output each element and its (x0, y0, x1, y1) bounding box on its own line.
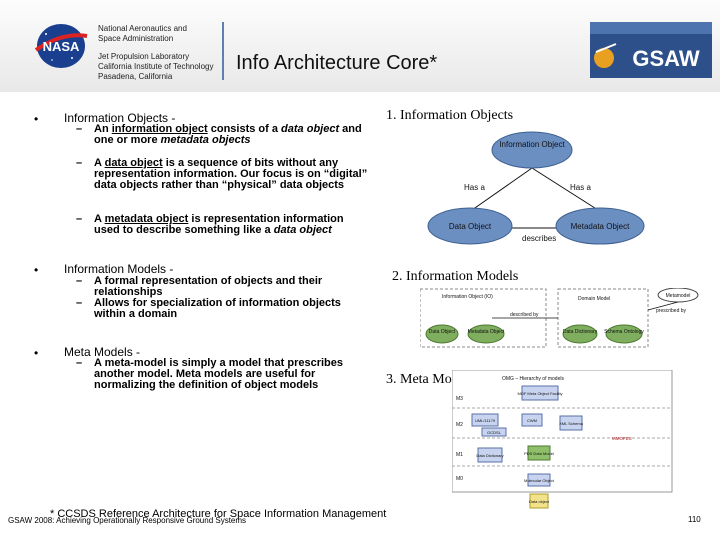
level-m1: M1 (456, 452, 463, 458)
lab-line: California Institute of Technology (98, 62, 214, 71)
dash-marker: – (76, 123, 83, 135)
bullet-marker: • (34, 112, 39, 126)
header-divider (222, 22, 224, 80)
subbullet-data-object: A data object is a sequence of bits with… (94, 158, 369, 191)
dash-marker: – (76, 157, 83, 169)
node-metadata-object: Metadata Object (571, 222, 630, 231)
term-information-object: information object (111, 123, 208, 135)
dash-marker: – (76, 213, 83, 225)
subbullet-information-object: An information object consists of a data… (94, 124, 369, 146)
information-objects-diagram: Information Object Data Object Metadata … (427, 131, 645, 245)
text: A (94, 157, 105, 169)
level-m0: M0 (456, 476, 463, 482)
em-data-object: data object (281, 123, 340, 135)
box-data-object: Data object (529, 499, 550, 504)
gsaw-logo: GSAW (590, 22, 712, 78)
label-has-a-left: Has a (464, 183, 485, 192)
lab-line: Jet Propulsion Laboratory (98, 52, 190, 61)
text: A (94, 213, 105, 225)
dash-marker: – (76, 275, 83, 287)
information-models-diagram: Information Object (IO) Domain Model Met… (420, 288, 699, 348)
lab-name: Jet Propulsion Laboratory California Ins… (98, 52, 213, 82)
agency-line: National Aeronautics and (98, 24, 187, 33)
subbullet-metadata-object: A metadata object is representation info… (94, 214, 372, 236)
subbullet-formal-representation: A formal representation of objects and t… (94, 275, 323, 298)
box-pds-model: PDS Data Model (524, 451, 554, 456)
node-data-object: Data Object (449, 222, 492, 231)
node-information-object: Information Object (499, 140, 565, 149)
bullet-heading-information-models: Information Models - (64, 262, 174, 276)
level-m3: M3 (456, 396, 463, 402)
label-information-object-io: Information Object (IO) (442, 294, 493, 300)
level-m2: M2 (456, 422, 463, 428)
text: is representation information used to de… (94, 213, 344, 236)
label-has-a-right: Has a (570, 183, 591, 192)
bullet-heading-information-objects: Information Objects - (64, 111, 176, 125)
box-cwm: CWM (527, 418, 537, 423)
label-side: MMOFES (612, 436, 632, 441)
label-describes: describes (522, 234, 556, 243)
label-prescribed-by: prescribed by (656, 308, 687, 314)
box-data-dictionary: Data Dictionary (476, 453, 503, 458)
agency-line: Space Administration (98, 34, 174, 43)
footnote: * CCSDS Reference Architecture for Space… (50, 508, 387, 520)
box-uml: UML/11179 (475, 418, 496, 423)
box-mof: MOF Meta Object Facility (517, 391, 562, 396)
label-described-by: described by (510, 312, 539, 318)
bullet-heading-meta-models: Meta Models - (64, 345, 141, 359)
page-number: 110 (688, 515, 701, 524)
text: and one or more (94, 123, 362, 146)
node-metamodel: Metamodel (666, 293, 691, 299)
conference-footer: GSAW 2008: Achieving Operationally Respo… (8, 516, 247, 525)
box-xml-schema: XML Schema (559, 421, 584, 426)
bullet-marker: • (34, 346, 39, 360)
meta-models-diagram: OMG – Hierarchy of models M3 M2 M1 M0 MO… (452, 370, 673, 509)
dash-marker: – (76, 357, 83, 369)
text: An (94, 123, 112, 135)
agency-name: National Aeronautics and Space Administr… (98, 24, 187, 44)
nasa-logo-text: NASA (43, 39, 80, 54)
dash-marker: – (76, 297, 83, 309)
subbullet-meta-model-definition: A meta-model is simply a model that pres… (94, 357, 344, 391)
section-heading-information-objects: 1. Information Objects (386, 108, 514, 123)
node-metadata-object: Metadata Object (468, 329, 505, 335)
em-metadata-objects: metadata objects (160, 134, 251, 146)
node-data-dictionary: Data Dictionary (563, 329, 598, 335)
term-data-object: data object (104, 157, 163, 169)
slide-title: Info Architecture Core* (236, 52, 438, 74)
em-data-object: data object (273, 224, 332, 236)
section-heading-information-models: 2. Information Models (392, 269, 519, 284)
box-molecular-object: Molecular Object (524, 478, 555, 483)
term-metadata-object: metadata object (104, 213, 189, 225)
bullet-marker: • (34, 263, 39, 277)
nasa-logo: NASA (34, 24, 88, 68)
text: is a sequence of bits without any repres… (94, 157, 368, 191)
gsaw-logo-text: GSAW (632, 46, 699, 71)
lab-line: Pasadena, California (98, 72, 173, 81)
node-schema-ontology: Schema Ontology (604, 329, 644, 335)
label-domain-model: Domain Model (578, 296, 610, 302)
box-ocdsl: OCDSL (487, 430, 502, 435)
node-data-object: Data Object (429, 329, 456, 335)
subbullet-specialization: Allows for specialization of information… (94, 297, 341, 320)
omg-hierarchy-title: OMG – Hierarchy of models (502, 376, 564, 382)
text: consists of a (207, 123, 282, 135)
